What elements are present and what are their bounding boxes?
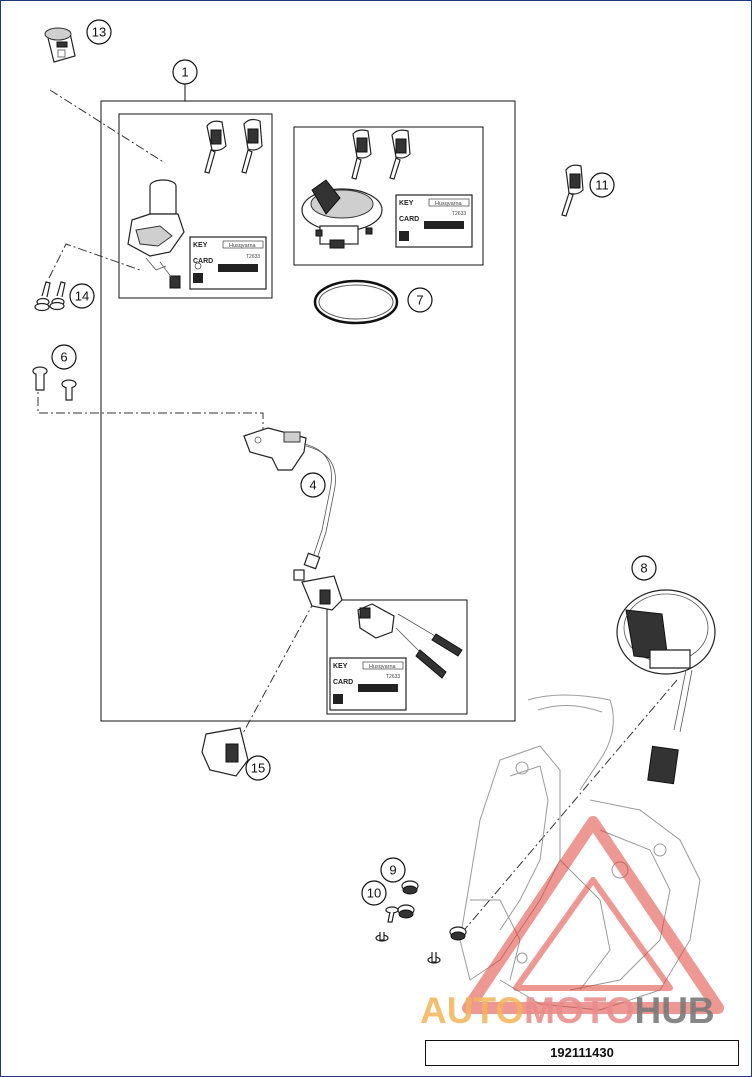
key-card-1-brand: Husqvarna — [229, 243, 257, 249]
steering-lock-parts — [357, 603, 463, 679]
key-card-2-title-line2: CARD — [399, 216, 419, 223]
callout-11-label: 11 — [595, 178, 609, 193]
callout-7: 7 — [407, 287, 433, 313]
key-card-2-brand: Husqvarna — [435, 201, 463, 207]
ignition-lock-assembly — [127, 118, 263, 289]
watermark-part-moto: MOTO — [524, 990, 635, 1031]
callout-4-label: 4 — [309, 478, 316, 493]
assembly-line-6 — [37, 380, 264, 432]
bolts-6 — [32, 366, 77, 401]
fuel-cap-subbox — [293, 126, 484, 266]
callout-10-label: 10 — [367, 886, 381, 901]
callout-9: 9 — [380, 857, 406, 883]
kit-outline-box — [100, 100, 516, 722]
callout-1: 1 — [172, 59, 198, 85]
fuel-cap-assembly — [301, 129, 411, 249]
instrument-unit — [616, 589, 716, 785]
callout-8-label: 8 — [640, 561, 647, 576]
callout-6-label: 6 — [60, 350, 67, 365]
assembly-line-14 — [48, 243, 141, 279]
key-card-3-title-line2: CARD — [333, 679, 353, 686]
assembly-line-13 — [49, 89, 166, 164]
screws-14 — [34, 281, 66, 312]
key-card-3-brand: Husqvarna — [369, 664, 397, 670]
key-card-1: KEY CARD Husqvarna T2633 — [189, 236, 267, 290]
callout-13-label: 13 — [92, 25, 106, 40]
key-card-1-code: T2633 — [246, 254, 260, 260]
callout-11: 11 — [589, 172, 615, 198]
grommets-9 — [397, 880, 467, 941]
key-card-2-title-line1: KEY — [399, 200, 414, 207]
assembly-line-15 — [234, 599, 316, 749]
ignition-lock-subbox — [118, 113, 273, 299]
callout-13: 13 — [86, 19, 112, 45]
callout-15: 15 — [245, 755, 271, 781]
assembly-line-8 — [459, 679, 678, 936]
callout-6: 6 — [51, 344, 77, 370]
key-card-3-title-line1: KEY — [333, 663, 348, 670]
callout-14: 14 — [69, 283, 95, 309]
steering-lock-subbox — [326, 599, 468, 715]
o-ring — [313, 279, 399, 325]
sensor-housing — [301, 575, 343, 611]
watermark-part-hub: HUB — [634, 990, 715, 1031]
callout-8: 8 — [631, 555, 657, 581]
spare-key — [561, 164, 584, 217]
callout-9-label: 9 — [389, 863, 396, 878]
callout-4: 4 — [300, 472, 326, 498]
sensor-cover — [201, 727, 249, 777]
watermark-triangle — [462, 816, 724, 1014]
key-card-1-title-line1: KEY — [193, 242, 208, 249]
sensor-bracket-cable — [243, 427, 336, 581]
key-card-2-code: T2633 — [452, 211, 466, 217]
callout-7-label: 7 — [416, 293, 423, 308]
watermark-text: AUTOMOTOHUB — [420, 990, 750, 1031]
lock-cylinder-cap — [44, 27, 76, 63]
key-card-3-code: T2633 — [386, 674, 400, 680]
watermark-part-auto: AUTO — [420, 990, 525, 1031]
screws-10 — [375, 906, 441, 964]
key-card-2: KEY CARD Husqvarna T2633 — [395, 194, 473, 248]
callout-15-label: 15 — [251, 761, 265, 776]
reference-number-box: 192111430 — [425, 1040, 739, 1066]
reference-number: 192111430 — [550, 1045, 614, 1060]
key-card-3: KEY CARD Husqvarna T2633 — [329, 657, 407, 711]
key-card-1-title-line2: CARD — [193, 258, 213, 265]
callout-1-label: 1 — [181, 65, 188, 80]
callout-14-label: 14 — [75, 289, 89, 304]
callout-10: 10 — [361, 880, 387, 906]
